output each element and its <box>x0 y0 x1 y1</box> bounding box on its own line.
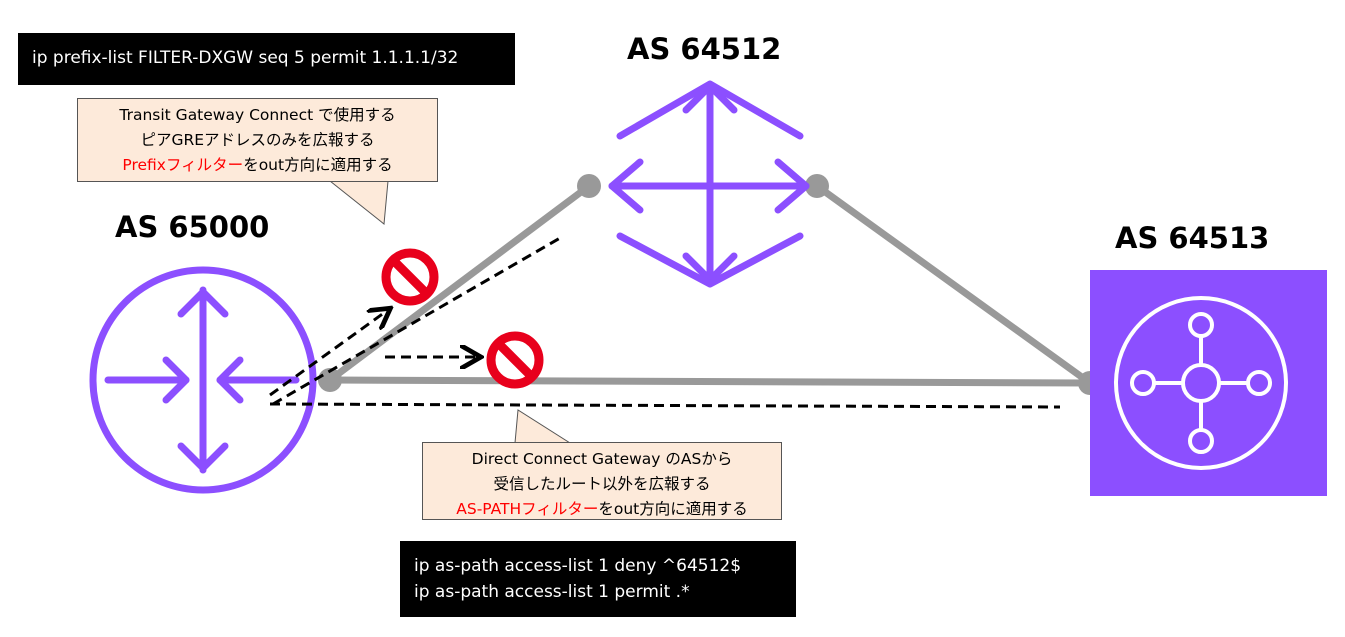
link-left-right <box>326 376 1094 387</box>
callout-tgw-tail <box>328 180 389 225</box>
link-top-right <box>813 182 1094 387</box>
link-endpoint-top-left <box>577 174 601 198</box>
callout-dxgw-line1: Direct Connect Gateway のASから <box>471 450 733 468</box>
as-label-right: AS 64513 <box>1115 221 1270 255</box>
callout-dxgw-line3-rest: をout方向に適用する <box>598 500 748 518</box>
link-endpoint-left <box>318 368 342 392</box>
link-left-top <box>326 182 593 384</box>
callout-dxgw-tail <box>514 409 572 444</box>
callout-dxgw: Direct Connect Gateway のASから 受信したルート以外を広… <box>422 442 782 520</box>
as-path-command-permit: ip as-path access-list 1 permit .* <box>414 582 690 602</box>
callout-tgw: Transit Gateway Connect で使用する ピアGREアドレスの… <box>77 98 438 182</box>
as-path-command-block: ip as-path access-list 1 deny ^64512$ ip… <box>400 541 796 617</box>
callout-tgw-line2: ピアGREアドレスのみを広報する <box>140 131 375 149</box>
link-endpoint-top-right <box>805 174 829 198</box>
as-label-left: AS 65000 <box>115 210 270 244</box>
callout-dxgw-line2: 受信したルート以外を広報する <box>493 475 711 493</box>
callout-tgw-filter-highlight: Prefixフィルター <box>122 156 244 174</box>
as-path-command-deny: ip as-path access-list 1 deny ^64512$ <box>414 556 742 576</box>
callout-dxgw-line3: AS-PATHフィルターをout方向に適用する <box>423 497 781 522</box>
callout-dxgw-filter-highlight: AS-PATHフィルター <box>456 500 599 518</box>
advertisement-arrows <box>269 236 1061 409</box>
as-label-top: AS 64512 <box>627 32 782 66</box>
callout-tgw-line1: Transit Gateway Connect で使用する <box>119 106 396 124</box>
callout-tgw-line3: Prefixフィルターをout方向に適用する <box>78 153 437 178</box>
direct-connect-gateway-icon <box>608 80 810 288</box>
blocked-route-icon <box>486 331 544 389</box>
blocked-route-icon <box>381 248 439 306</box>
prefix-list-command: ip prefix-list FILTER-DXGW seq 5 permit … <box>18 33 515 85</box>
prefix-list-command-text: ip prefix-list FILTER-DXGW seq 5 permit … <box>32 48 459 68</box>
callout-tgw-line3-rest: をout方向に適用する <box>243 156 393 174</box>
transit-gateway-icon <box>1090 270 1327 496</box>
router-icon <box>89 266 317 494</box>
